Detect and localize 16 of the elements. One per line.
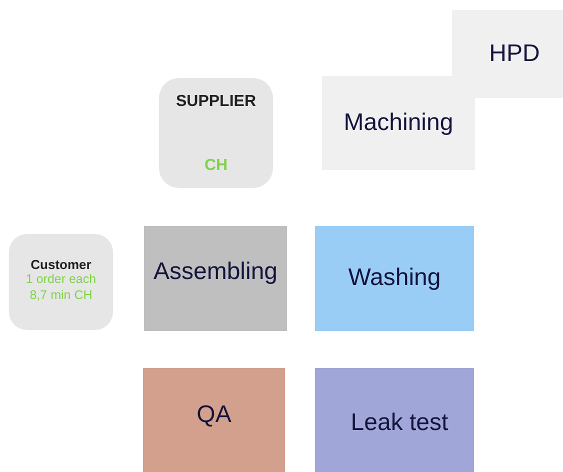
location-label: CH bbox=[204, 156, 228, 175]
process-label: Washing bbox=[348, 264, 441, 293]
process-box bbox=[315, 226, 474, 331]
rounded-card bbox=[159, 78, 273, 188]
demand-note: 1 order each 8,7 min CH bbox=[24, 272, 98, 304]
process-label: HPD bbox=[489, 40, 540, 68]
process-box bbox=[144, 226, 287, 331]
process-label: Leak test bbox=[350, 408, 448, 438]
process-label: QA bbox=[196, 401, 232, 430]
supplier-label: SUPPLIER bbox=[176, 92, 256, 112]
process-label: Assembling bbox=[153, 258, 278, 287]
process-label: Machining bbox=[344, 108, 454, 138]
customer-label: Customer bbox=[30, 256, 92, 272]
process-box bbox=[143, 368, 285, 472]
rounded-card bbox=[9, 234, 113, 330]
process-box bbox=[315, 368, 474, 472]
